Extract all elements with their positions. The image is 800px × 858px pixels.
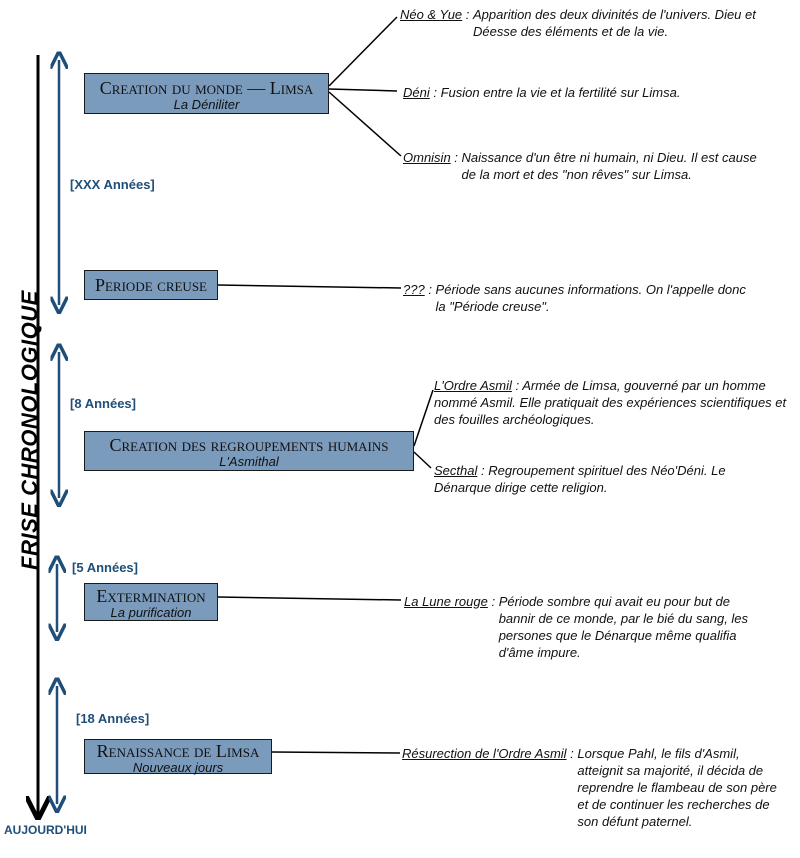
era-subtitle: La purification [110,605,192,620]
event-resurection: Résurection de l'Ordre Asmil : Lorsque P… [402,746,777,829]
era-title: Periode creuse [94,275,207,295]
era-title: Creation du monde — Limsa [99,78,314,98]
event-term: La Lune rouge [404,594,488,609]
event-neo-yue: Néo & Yue : Apparition des deux divinité… [400,6,790,40]
era-box-renaissance: Renaissance de Limsa Nouveaux jours [84,739,272,775]
connector-neo-yue [328,16,398,87]
era-subtitle: La Déniliter [173,97,240,112]
event-lune-rouge: La Lune rouge : Période sombre qui avait… [404,593,794,661]
connector-ordre-asmil [413,389,434,447]
connector-periode-creuse [217,284,402,289]
duration-label-3: [5 Années] [72,560,138,575]
event-secthal: Secthal : Regroupement spirituel des Néo… [434,463,726,495]
event-term: Déni [403,85,430,100]
event-ordre-asmil: L'Ordre Asmil : Armée de Limsa, gouverné… [434,378,787,427]
duration-label-1: [XXX Années] [70,177,155,192]
event-term: L'Ordre Asmil [434,378,512,393]
duration-label-2: [8 Années] [70,396,136,411]
event-desc: Regroupement spirituel des Néo'Déni. Le … [434,463,726,495]
event-deni: Déni : Fusion entre la vie et la fertili… [403,85,681,100]
connector-omnisin [328,91,402,157]
event-desc: Armée de Limsa, gouverné par un homme no… [434,378,787,427]
connector-secthal [413,451,432,469]
event-omnisin: Omnisin : Naissance d'un être ni humain,… [403,149,788,183]
connector-resurection [271,751,401,754]
connector-lune-rouge [217,596,402,601]
end-label: AUJOURD'HUI [4,823,87,837]
event-term: ??? [403,282,425,297]
event-desc: Période sombre qui avait eu pour but de … [498,594,749,660]
event-term: Résurection de l'Ordre Asmil [402,746,567,761]
era-box-regroupements: Creation des regroupements humains L'Asm… [84,431,414,471]
duration-label-4: [18 Années] [76,711,150,726]
era-title: Extermination [96,586,206,606]
event-term: Omnisin [403,150,451,165]
event-term: Secthal [434,463,478,478]
connector-deni [328,88,398,92]
era-box-extermination: Extermination La purification [84,583,218,621]
event-desc: Apparition des deux divinités de l'unive… [473,7,756,39]
era-title: Renaissance de Limsa [96,741,260,761]
era-title: Creation des regroupements humains [109,435,389,455]
event-desc: Lorsque Pahl, le fils d'Asmil, atteignit… [577,746,777,829]
era-subtitle: Nouveaux jours [132,760,224,775]
event-desc: Fusion entre la vie et la fertilité sur … [440,85,681,100]
era-subtitle: L'Asmithal [219,454,279,469]
event-desc: Naissance d'un être ni humain, ni Dieu. … [461,150,757,182]
era-box-creation-monde: Creation du monde — Limsa La Déniliter [84,73,329,114]
event-desc: Période sans aucunes informations. On l'… [435,282,746,314]
event-periode-creuse: ??? : Période sans aucunes informations.… [403,281,788,315]
event-term: Néo & Yue [400,7,463,22]
era-box-periode-creuse: Periode creuse [84,270,218,300]
